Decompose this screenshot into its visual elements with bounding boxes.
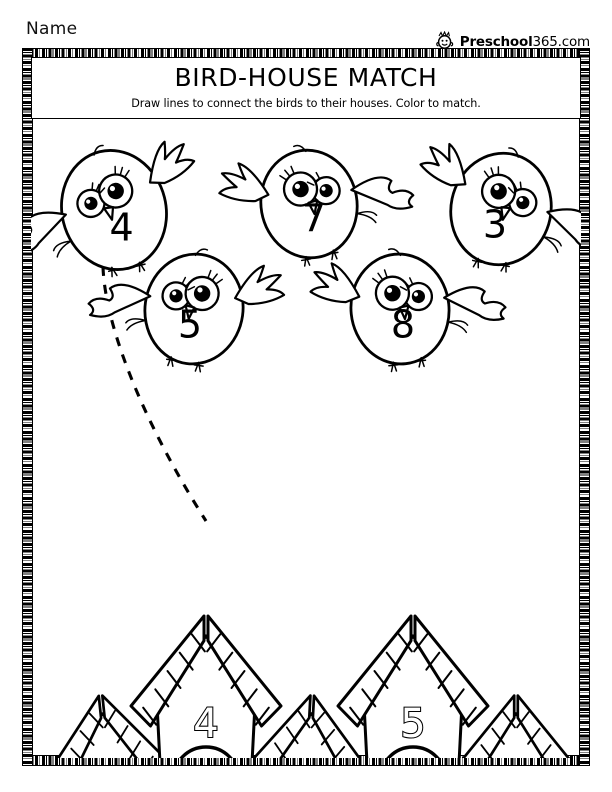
house-5-roof — [336, 614, 490, 728]
bird-beak — [184, 304, 196, 320]
bird-wing-far — [309, 262, 361, 304]
bird-7[interactable]: 7 — [214, 127, 423, 278]
bird-8-number: 8 — [391, 302, 415, 346]
bird-8[interactable]: 8 — [307, 238, 511, 379]
bird-claw — [52, 240, 72, 258]
bird-eyelashes — [91, 165, 130, 195]
bird-claw — [125, 318, 147, 331]
bird-wing-far — [234, 264, 286, 306]
bird-wing-near — [31, 211, 67, 256]
house-3[interactable]: 3 — [233, 692, 380, 758]
brand-logo: Preschool365.com — [435, 31, 590, 53]
house-4-number: 4 — [193, 701, 218, 747]
bird-head-tuft — [194, 248, 209, 257]
border-right — [579, 48, 590, 766]
bird-4-number: 4 — [109, 205, 133, 249]
birds-layer[interactable]: 4 7 3 5 8 — [31, 125, 581, 382]
bird-wing-near — [87, 283, 152, 318]
house-8-roof — [461, 694, 571, 758]
bird-wing-near — [546, 208, 581, 252]
bird-head-tuft — [508, 147, 519, 158]
bird-wing-near — [443, 286, 507, 321]
drawn-lines-layer[interactable] — [101, 266, 208, 522]
name-field-label: Name — [26, 19, 78, 39]
bird-claw — [356, 210, 378, 224]
preschool-mascot-icon — [435, 31, 453, 49]
bird-eyes — [480, 173, 538, 218]
bird-claw — [447, 320, 469, 334]
bird-3[interactable]: 3 — [402, 130, 581, 292]
bird-eyes — [76, 173, 134, 219]
house-7-roof — [40, 694, 178, 758]
border-left — [22, 48, 33, 766]
bird-7-number: 7 — [302, 197, 326, 241]
bird-wing-far — [148, 140, 196, 185]
bird-eyelashes — [181, 269, 223, 291]
house-3-roof — [239, 694, 377, 758]
brand-name: Preschool365.com — [460, 34, 590, 50]
bird-claw — [542, 236, 562, 253]
brand-name-bold: Preschool — [459, 34, 533, 50]
bird-eyelashes — [279, 165, 321, 186]
house-8-body — [482, 712, 550, 758]
house-4-hole — [179, 745, 233, 758]
house-4-roof — [129, 614, 283, 728]
bird-beak — [307, 199, 319, 216]
bird-beak — [500, 206, 512, 221]
bird-feet — [471, 257, 510, 273]
house-5[interactable]: 5 — [336, 614, 490, 758]
page-title: BIRD-HOUSE MATCH — [174, 63, 438, 92]
bird-beak — [102, 206, 115, 221]
house-7[interactable]: 7 — [33, 689, 192, 758]
birdhouses-layer[interactable]: 74358 — [33, 614, 582, 758]
bird-head-tuft — [93, 144, 104, 156]
bird-head-tuft — [387, 248, 402, 257]
bird-feet — [165, 356, 204, 373]
bird-wing-near — [350, 176, 415, 210]
bird-wing-far — [419, 142, 467, 187]
house-8[interactable]: 8 — [449, 694, 582, 758]
bird-beak — [398, 304, 410, 321]
bird-3-number: 3 — [483, 202, 507, 246]
house-4[interactable]: 4 — [129, 614, 283, 758]
instructions-text: Draw lines to connect the birds to their… — [131, 97, 481, 110]
bird-wing-far — [218, 162, 270, 203]
house-5-hole — [386, 745, 440, 758]
bird-feet — [388, 356, 427, 373]
bird-eyes — [161, 275, 220, 312]
bird-head-tuft — [293, 144, 307, 153]
bird-eyes — [282, 171, 341, 207]
house-5-number: 5 — [400, 701, 425, 747]
bird-5[interactable]: 5 — [81, 234, 288, 382]
bird-5-number: 5 — [178, 302, 202, 346]
brand-name-light: 365.com — [532, 34, 591, 50]
bird-feet — [300, 249, 339, 267]
line-bird4-to-house4[interactable] — [101, 266, 208, 522]
bird-eyelashes — [483, 166, 522, 194]
bird-eyelashes — [372, 269, 414, 291]
bird-eyes — [374, 275, 434, 312]
bird-feet — [107, 261, 146, 278]
title-panel: BIRD-HOUSE MATCH Draw lines to connect t… — [31, 57, 581, 119]
